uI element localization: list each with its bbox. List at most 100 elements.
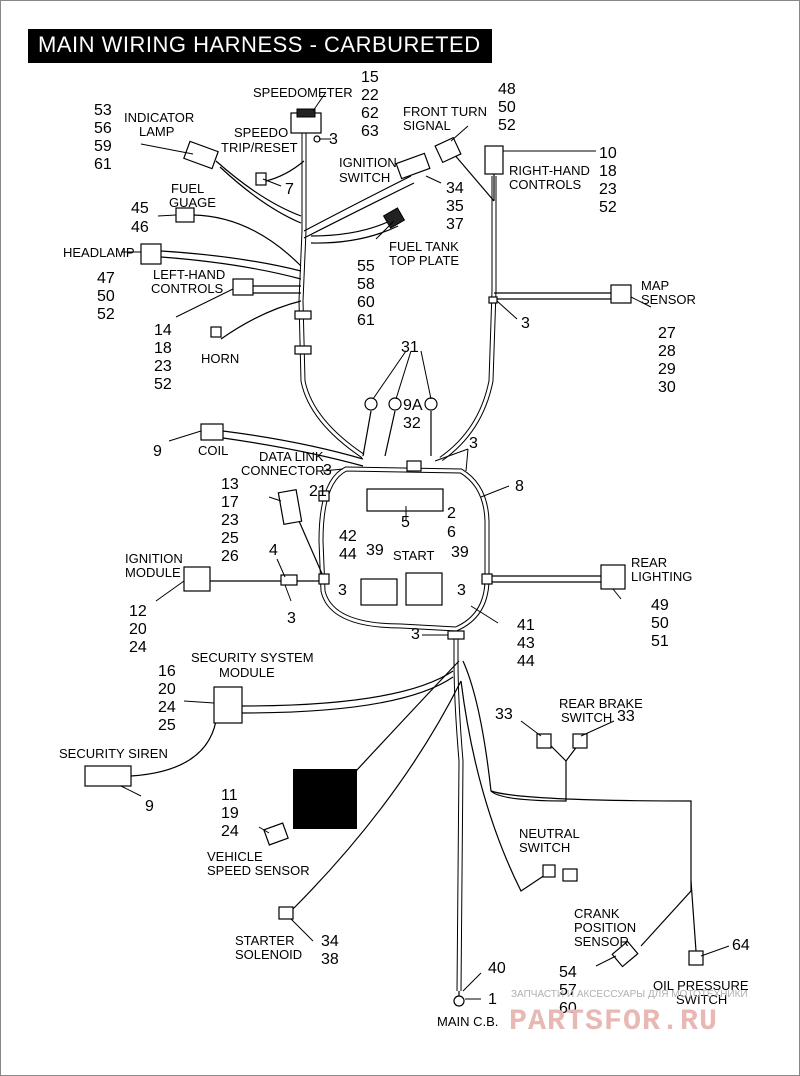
start-relay: [405, 572, 443, 606]
right-hand-ref-2: 18: [599, 163, 617, 180]
fuel-gauge-ref-2: 46: [131, 219, 149, 236]
data-link-label-2: CONNECTOR: [241, 463, 325, 478]
fuel-tank-ref-1: 55: [357, 258, 375, 275]
data-link-ref-1: 13: [221, 476, 239, 493]
trunk-clip-b: [294, 345, 312, 355]
fuel-gauge-ref-1: 45: [131, 200, 149, 217]
oil-pressure-ref: 64: [732, 937, 750, 954]
ignition-module-ref-1: 12: [129, 603, 147, 620]
starter-solenoid-ref-1: 34: [321, 933, 339, 950]
starter-solenoid-ref-2: 38: [321, 951, 339, 968]
ignition-switch-label-1: IGNITION: [339, 155, 397, 170]
front-turn-ref-1: 48: [498, 81, 516, 98]
data-link-ref-a: 21: [309, 483, 327, 500]
vss-ref-2: 19: [221, 805, 239, 822]
leader-lines: [120, 91, 730, 1000]
security-module-ref-3: 24: [158, 699, 176, 716]
neutral-switch-label-2: SWITCH: [519, 840, 570, 855]
security-module-ref-4: 25: [158, 717, 176, 734]
map-sensor-ref-3: 29: [658, 361, 676, 378]
harness-caddy: [366, 488, 444, 512]
coil-ref: 9: [153, 443, 162, 460]
vss-label-2: SPEED SENSOR: [207, 863, 310, 878]
map-sensor-ref-4: 30: [658, 379, 676, 396]
data-link-connector: [277, 488, 303, 526]
right-hand-ref-3: 23: [599, 181, 617, 198]
left-hand-controls-label-2: CONTROLS: [151, 281, 224, 296]
map-sensor-label-1: MAP: [641, 278, 669, 293]
ground-lug-ref: 31: [401, 339, 419, 356]
ignition-module-ref-b: 3: [287, 610, 296, 627]
rear-brake-label-1: REAR BRAKE: [559, 696, 643, 711]
left-hand-controls-connector: [232, 278, 254, 296]
ignition-switch-ref-3: 37: [446, 216, 464, 233]
security-siren-ref: 9: [145, 798, 154, 815]
main-cb-ref-1: 40: [488, 960, 506, 977]
left-hand-controls-ref-4: 52: [154, 376, 172, 393]
crank-label-1: CRANK: [574, 906, 620, 921]
speedo-trip-ref: 3: [329, 131, 338, 148]
rear-brake-ref-right: 33: [617, 708, 635, 725]
fuel-tank-connector: [382, 207, 406, 229]
map-sensor-label-2: SENSOR: [641, 292, 696, 307]
crank-label-3: SENSOR: [574, 934, 629, 949]
labels: SPEEDOMETER 15 22 62 63 SPEEDO TRIP/RESE…: [59, 69, 750, 1029]
oil-pressure-label-2: SWITCH: [676, 992, 727, 1007]
ignition-module-label-2: MODULE: [125, 565, 181, 580]
starter-solenoid-label-2: SOLENOID: [235, 947, 302, 962]
vss-ref-3: 24: [221, 823, 239, 840]
watermark-logo: PARTSFOR.RU: [509, 1005, 718, 1039]
indicator-lamp-ref-4: 61: [94, 156, 112, 173]
ignition-switch-connector: [395, 152, 431, 180]
map-sensor-ref-1: 27: [658, 325, 676, 342]
crank-ref-1: 54: [559, 964, 577, 981]
horn-connector: [210, 326, 222, 338]
ignition-module-connector: [183, 566, 211, 592]
main-cb-label: MAIN C.B.: [437, 1014, 498, 1029]
speedometer-label: SPEEDOMETER: [253, 85, 353, 100]
ignition-module-ref-a: 4: [269, 542, 278, 559]
left-hand-controls-ref-1: 14: [154, 322, 172, 339]
speedometer-ref-4: 63: [361, 123, 379, 140]
horn-label: HORN: [201, 351, 239, 366]
headlamp-label: HEADLAMP: [63, 245, 135, 260]
right-hand-controls-connector: [484, 145, 504, 175]
left-hand-controls-ref-2: 18: [154, 340, 172, 357]
left-hand-controls-ref-3: 23: [154, 358, 172, 375]
bottom-clip-ref-2: 43: [517, 635, 535, 652]
data-link-ref-5: 26: [221, 548, 239, 565]
oil-pressure-label-1: OIL PRESSURE: [653, 978, 749, 993]
rear-brake-ref-left: 33: [495, 706, 513, 723]
relay-32: [406, 460, 422, 472]
main-cb-ref-2: 1: [488, 991, 497, 1008]
rear-brake-switch-a: [536, 733, 552, 749]
starter-solenoid-label-1: STARTER: [235, 933, 294, 948]
security-module-label-1: SECURITY SYSTEM: [191, 650, 314, 665]
neutral-switch-label-1: NEUTRAL: [519, 826, 580, 841]
speedometer-ref-3: 62: [361, 105, 379, 122]
security-module-ref-2: 20: [158, 681, 176, 698]
black-module: [293, 769, 357, 829]
bottom-clip-ref-1: 41: [517, 617, 535, 634]
relay-39-left: 39: [366, 542, 384, 559]
clip-left-ref: 3: [338, 582, 347, 599]
crank-ref-3: 60: [559, 1000, 577, 1017]
vehicle-speed-sensor-connector: [263, 822, 289, 846]
fuse-block-ref-2: 44: [339, 546, 357, 563]
diagram-title: MAIN WIRING HARNESS - CARBURETED: [38, 32, 481, 57]
data-link-ref-b: 3: [323, 462, 332, 479]
start-ref-1: 2: [447, 505, 456, 522]
watermark-text: ЗАПЧАСТИ И АКСЕССУАРЫ ДЛЯ МОТОТЕХНИКИ: [511, 989, 748, 1000]
main-cb-terminal: [453, 995, 465, 1007]
bottom-clip: [447, 630, 465, 640]
rear-lighting-ref-1: 49: [651, 597, 669, 614]
crank-sensor-connector: [611, 940, 639, 968]
relay-39-right: 39: [451, 544, 469, 561]
coil-connector: [200, 423, 224, 441]
ignition-switch-label-2: SWITCH: [339, 170, 390, 185]
trunk-clip-a: [294, 310, 312, 320]
loop-clip-right: [481, 573, 493, 585]
ignition-inline-connector: [280, 574, 298, 586]
neutral-switch-a: [542, 864, 556, 878]
